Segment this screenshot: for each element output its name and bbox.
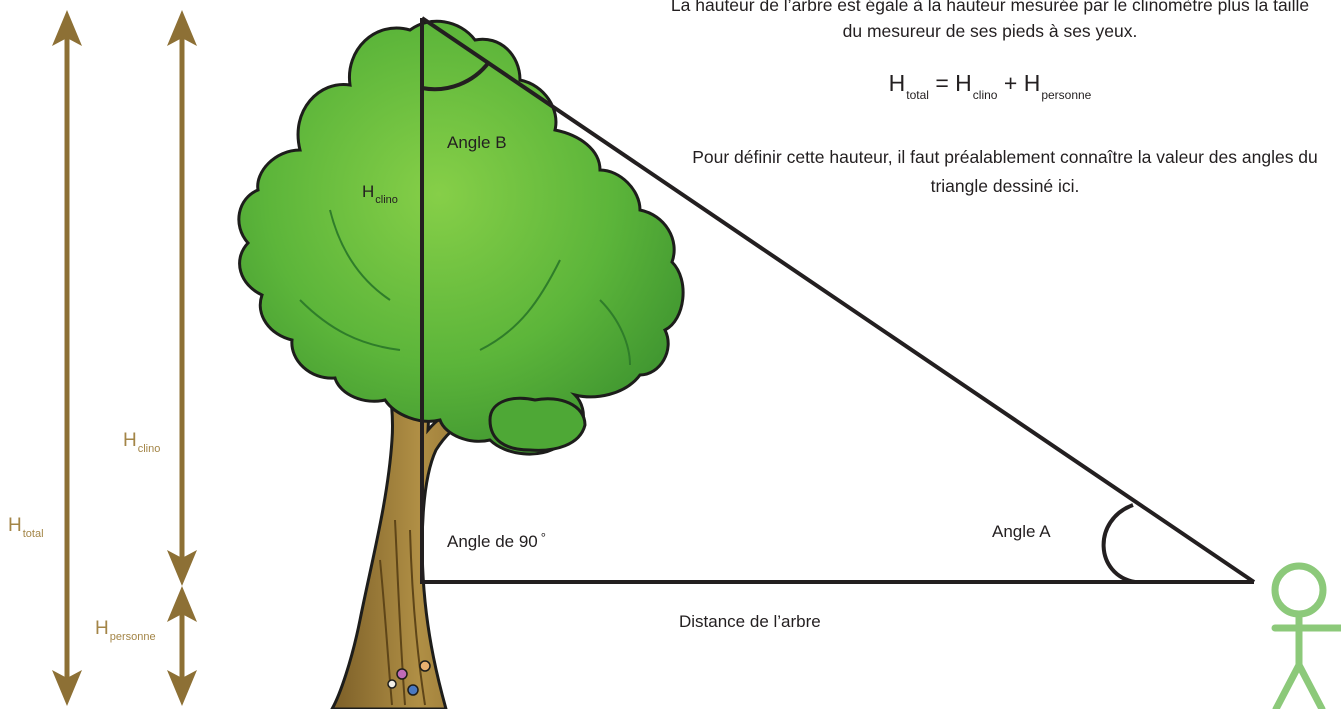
tree-illustration	[237, 19, 685, 709]
height-formula: Htotal = Hclino + Hpersonne	[660, 70, 1320, 102]
angle-90-text: Angle de 90	[447, 532, 538, 551]
formula-lhs-symbol: H	[888, 70, 906, 96]
person-figure	[1271, 562, 1341, 709]
formula-term2-symbol: H	[1023, 70, 1041, 96]
distance-label: Distance de l’arbre	[679, 612, 821, 631]
note-text: Pour définir cette hauteur, il faut préa…	[692, 147, 1318, 196]
formula-lhs-sub: total	[906, 88, 929, 102]
h-personne-symbol: H	[95, 618, 109, 639]
h-personne-sub: personne	[109, 631, 156, 643]
h-personne-arrow	[167, 586, 197, 706]
angle-a-label: Angle A	[992, 522, 1051, 541]
h-clino-arrow	[167, 10, 197, 586]
h-personne-label: Hpersonne	[95, 618, 156, 643]
h-total-sub: total	[22, 528, 44, 540]
h-clino-symbol: H	[123, 430, 137, 451]
formula-term1-symbol: H	[955, 70, 972, 96]
h-clino-label: Hclino	[123, 430, 160, 455]
angle-b-label: Angle B	[447, 133, 507, 152]
measurement-triangle	[420, 16, 1256, 584]
formula-term1-sub: clino	[972, 88, 998, 102]
h-total-label: Htotal	[8, 515, 44, 540]
h-clino-tree-sub: clino	[375, 194, 398, 206]
formula-plus: +	[1003, 70, 1018, 96]
intro-text: La hauteur de l’arbre est égale à la hau…	[670, 0, 1310, 41]
degree-symbol: °	[540, 530, 546, 545]
h-total-arrow	[52, 10, 82, 706]
h-total-symbol: H	[8, 515, 22, 536]
formula-equals: =	[935, 70, 949, 96]
h-clino-tree-label: Hclino	[362, 182, 398, 206]
h-clino-sub: clino	[137, 443, 161, 455]
angle-90-label: Angle de 90°	[447, 530, 546, 552]
h-clino-tree-symbol: H	[362, 182, 375, 201]
formula-term2-sub: personne	[1041, 88, 1092, 102]
angle-a-arc	[1101, 503, 1136, 584]
tree-foliage	[237, 19, 685, 456]
angle-b-arc	[421, 60, 491, 92]
